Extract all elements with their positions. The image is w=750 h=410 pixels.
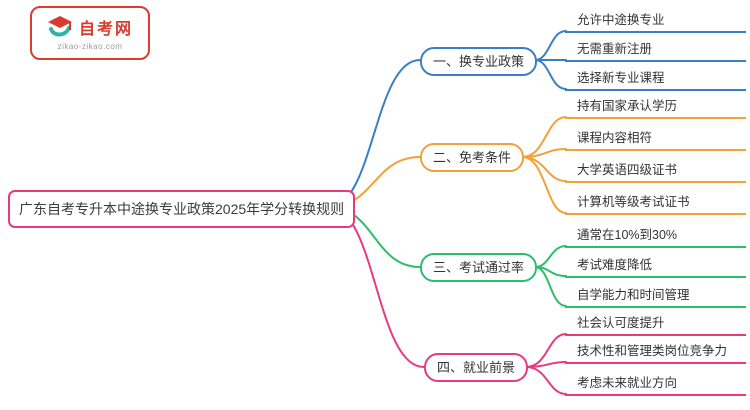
branch-node-exemption-conditions: 二、免考条件	[420, 143, 525, 172]
connector-branch2-leaf3	[521, 156, 567, 182]
leaf-node: 考试难度降低	[565, 256, 746, 278]
logo-name: 自考网	[78, 21, 133, 38]
branch-node-change-major-policy: 一、换专业政策	[420, 47, 538, 76]
leaf-node: 通常在10%到30%	[565, 226, 746, 248]
leaf-node: 大学英语四级证书	[565, 161, 746, 183]
leaf-node: 考虑未来就业方向	[565, 374, 746, 396]
connector-branch1-leaf3	[534, 59, 567, 90]
logo-domain: zikao-zikao.com	[57, 42, 123, 51]
branch-node-exam-pass-rate: 三、考试通过率	[420, 253, 538, 282]
connector-branch4-leaf3	[525, 366, 567, 395]
connector-branch2-leaf2	[521, 148, 567, 158]
leaf-node: 技术性和管理类岗位竞争力	[565, 342, 746, 364]
graduation-cap-icon	[47, 16, 72, 37]
connector-root-branch-4	[328, 206, 425, 368]
leaf-node: 自学能力和时间管理	[565, 286, 746, 308]
leaf-node: 计算机等级考试证书	[565, 193, 746, 215]
connector-branch4-leaf2	[525, 361, 567, 368]
connector-root-branch-1	[328, 59, 421, 208]
connector-branch1-leaf1	[534, 30, 567, 61]
connector-branch3-leaf1	[534, 245, 567, 268]
leaf-node: 选择新专业课程	[565, 69, 746, 91]
site-logo: 自考网 zikao-zikao.com	[30, 6, 150, 60]
mindmap-root-node: 广东自考专升本中途换专业政策2025年学分转换规则	[8, 190, 356, 228]
connector-branch3-leaf3	[534, 266, 567, 307]
connector-branch2-leaf4	[521, 156, 567, 214]
branch-node-career-prospects: 四、就业前景	[424, 353, 529, 382]
leaf-node: 课程内容相符	[565, 129, 746, 151]
leaf-node: 允许中途换专业	[565, 11, 746, 33]
connector-branch2-leaf1	[521, 116, 567, 158]
leaf-node: 持有国家承认学历	[565, 97, 746, 119]
leaf-node: 无需重新注册	[565, 40, 746, 62]
leaf-node: 社会认可度提升	[565, 314, 746, 336]
